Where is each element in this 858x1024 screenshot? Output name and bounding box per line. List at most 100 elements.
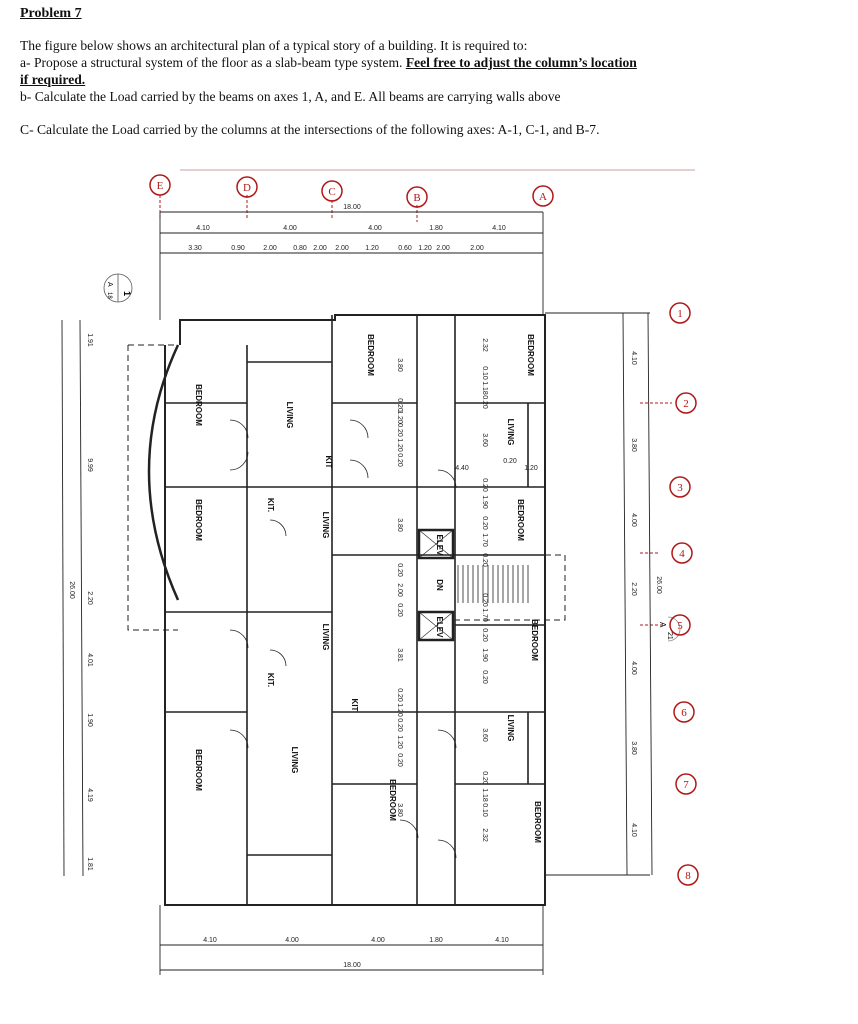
dim-interior: 1.20	[396, 410, 403, 424]
dim-top-row2: 1.20	[365, 245, 379, 252]
room-label-living: LIVING	[321, 624, 330, 651]
axis-1-label: 1	[677, 308, 683, 320]
axis-4-label: 4	[679, 548, 685, 560]
room-label-living: LIVING	[506, 715, 515, 742]
axis-4-bubble	[671, 542, 693, 564]
axis-3-label: 3	[677, 482, 683, 494]
part-a-bold: Feel free to adjust the column’s locatio…	[20, 55, 637, 87]
dim-interior: 2.32	[481, 338, 488, 352]
axis-D-bubble	[236, 176, 258, 198]
dim-interior: 0.10	[481, 803, 488, 817]
room-label-kit: KIT	[350, 699, 359, 712]
dim-interior-horizontal: 4.40	[455, 465, 469, 472]
dim-interior-horizontal: 1.20	[524, 465, 538, 472]
dim-left-total: 26.00	[68, 581, 75, 599]
axis-D-label: D	[243, 182, 251, 194]
room-label-bedroom: BEDROOM	[194, 499, 203, 541]
axis-6-label: 6	[681, 707, 687, 719]
room-label-living: LIVING	[321, 512, 330, 539]
dim-left: 1.81	[86, 857, 93, 871]
dim-interior: 1.20	[396, 703, 403, 717]
axis-1-bubble	[669, 302, 691, 324]
dim-bottom-total: 18.00	[343, 962, 361, 969]
axis-5-bubble	[669, 614, 691, 636]
room-label-living: LIVING	[290, 747, 299, 774]
problem-part-b: b- Calculate the Load carried by the bea…	[20, 89, 561, 104]
part-a-text: a- Propose a structural system of the fl…	[20, 55, 406, 70]
axis-2-label: 2	[683, 398, 689, 410]
dim-top-row2: 1.20	[418, 245, 432, 252]
dim-top-row1: 4.10	[492, 225, 506, 232]
room-label-kit: KIT.	[266, 673, 275, 687]
dim-interior: 1.90	[481, 495, 488, 509]
dim-top-row2: 2.00	[263, 245, 277, 252]
dim-interior: 0.20	[481, 553, 488, 567]
dim-interior: 1.90	[481, 648, 488, 662]
axis-6-bubble	[673, 701, 695, 723]
dim-left: 2.20	[86, 591, 93, 605]
dim-right-total: 26.00	[655, 576, 662, 594]
dim-interior: 0.20	[481, 593, 488, 607]
dim-top-row1: 1.80	[429, 225, 443, 232]
dim-bottom-row: 4.00	[285, 937, 299, 944]
dim-right: 4.00	[630, 513, 637, 527]
dim-interior: 0.20	[396, 563, 403, 577]
room-label-elev: ELEV	[435, 535, 444, 557]
dim-top-row1: 4.10	[196, 225, 210, 232]
section-mark-page: 18	[106, 292, 112, 299]
room-label-bedroom: BEDROOM	[388, 779, 397, 821]
room-label-bedroom: BEDROOM	[516, 499, 525, 541]
section-mark-page: 21	[666, 632, 673, 640]
room-label-bedroom: BEDROOM	[366, 334, 375, 376]
axis-E-bubble	[149, 174, 171, 196]
dim-interior: 2.32	[481, 828, 488, 842]
dim-interior: 1.70	[481, 533, 488, 547]
dim-interior: 1.20	[396, 735, 403, 749]
room-label-living: LIVING	[285, 402, 294, 429]
section-mark-letter: A	[658, 622, 667, 628]
dim-left: 1.90	[86, 713, 93, 727]
axis-7-bubble	[675, 773, 697, 795]
dim-top-row2: 2.00	[335, 245, 349, 252]
dim-interior: 0.20	[481, 628, 488, 642]
dim-bottom-row: 1.80	[429, 937, 443, 944]
room-label-bedroom: BEDROOM	[194, 749, 203, 791]
dim-right: 3.80	[630, 741, 637, 755]
axis-C-label: C	[328, 186, 335, 198]
dim-right: 4.10	[630, 823, 637, 837]
dim-interior: 0.20	[396, 423, 403, 437]
axis-B-label: B	[413, 192, 420, 204]
room-label-bedroom: BEDROOM	[526, 334, 535, 376]
dim-interior-horizontal: 0.20	[503, 458, 517, 465]
axis-7-label: 7	[683, 779, 689, 791]
dim-left: 1.91	[86, 333, 93, 347]
dim-interior: 3.60	[481, 433, 488, 447]
room-label-living: LIVING	[506, 419, 515, 446]
dim-interior: 1.70	[481, 608, 488, 622]
dim-interior: 0.20	[481, 395, 488, 409]
room-label-kit: KIT.	[266, 498, 275, 512]
dim-top-row2: 0.60	[398, 245, 412, 252]
axis-5-label: 5	[677, 620, 683, 632]
room-label-bedroom: BEDROOM	[194, 384, 203, 426]
dim-interior: 0.20	[396, 753, 403, 767]
problem-part-c: C- Calculate the Load carried by the col…	[20, 122, 600, 137]
dim-interior: 1.20	[396, 438, 403, 452]
dim-interior: 0.20	[481, 771, 488, 785]
walls	[61, 195, 672, 975]
axis-3-bubble	[669, 476, 691, 498]
dim-interior: 1.18	[481, 788, 488, 802]
axis-E-label: E	[157, 180, 164, 192]
dim-top-row1: 4.00	[283, 225, 297, 232]
room-label-dn: DN	[435, 579, 444, 591]
room-label-kit: KIT	[324, 456, 333, 469]
dim-bottom-row: 4.00	[371, 937, 385, 944]
dim-interior: 3.60	[481, 728, 488, 742]
room-label-elev: ELEV	[435, 617, 444, 639]
dim-interior: 1.18	[481, 381, 488, 395]
dim-right: 3.80	[630, 438, 637, 452]
dim-interior: 3.80	[396, 358, 403, 372]
dim-top-row2: 0.90	[231, 245, 245, 252]
dim-top-row2: 2.00	[470, 245, 484, 252]
dim-interior: 2.00	[396, 583, 403, 597]
